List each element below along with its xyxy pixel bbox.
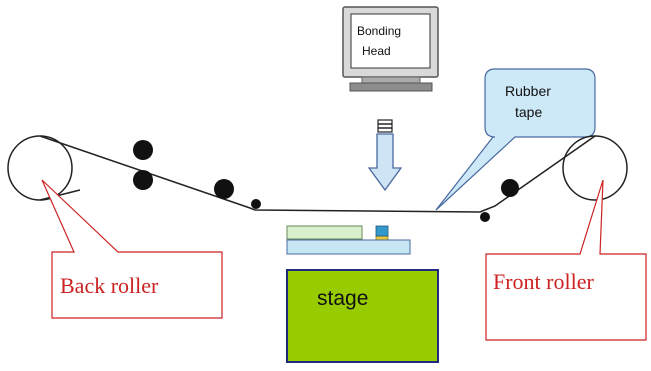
- bonding-head-screen: [350, 13, 431, 69]
- back-roller-callout: [41, 179, 223, 319]
- front-roller: [562, 135, 628, 201]
- back-roller: [7, 135, 73, 201]
- die: [375, 225, 389, 237]
- guide-roller-3: [214, 179, 234, 199]
- bonding-head-base: [349, 82, 433, 92]
- guide-roller-2: [133, 170, 153, 190]
- chip-top-layer: [286, 225, 363, 240]
- rubber-tape-callout: Rubber tape: [435, 68, 596, 211]
- substrate-base: [286, 239, 411, 255]
- bonding-head-label-line1: Bonding: [357, 24, 401, 38]
- front-roller-callout: [485, 179, 647, 341]
- back-roller-label: Back roller: [60, 273, 159, 298]
- tape-path: [39, 135, 596, 213]
- rubber-tape-label-line2: tape: [515, 104, 542, 120]
- bonding-head-stand: [361, 76, 421, 84]
- bonding-head-label-line2: Head: [362, 44, 391, 58]
- guide-roller-6: [480, 212, 490, 222]
- stage-label: stage: [317, 287, 368, 310]
- down-arrow-icon: [367, 133, 403, 192]
- front-roller-label: Front roller: [493, 269, 594, 294]
- substrate-assembly: [286, 225, 411, 255]
- guide-roller-4: [251, 199, 261, 209]
- rubber-tape-label-line1: Rubber: [505, 83, 551, 99]
- stage: [286, 269, 439, 363]
- guide-roller-5: [501, 179, 519, 197]
- guide-roller-1: [133, 140, 153, 160]
- rubber-tape-callout-bubble: [435, 68, 596, 211]
- bonding-tool: [377, 119, 393, 133]
- bonding-head: Bonding Head: [342, 6, 439, 92]
